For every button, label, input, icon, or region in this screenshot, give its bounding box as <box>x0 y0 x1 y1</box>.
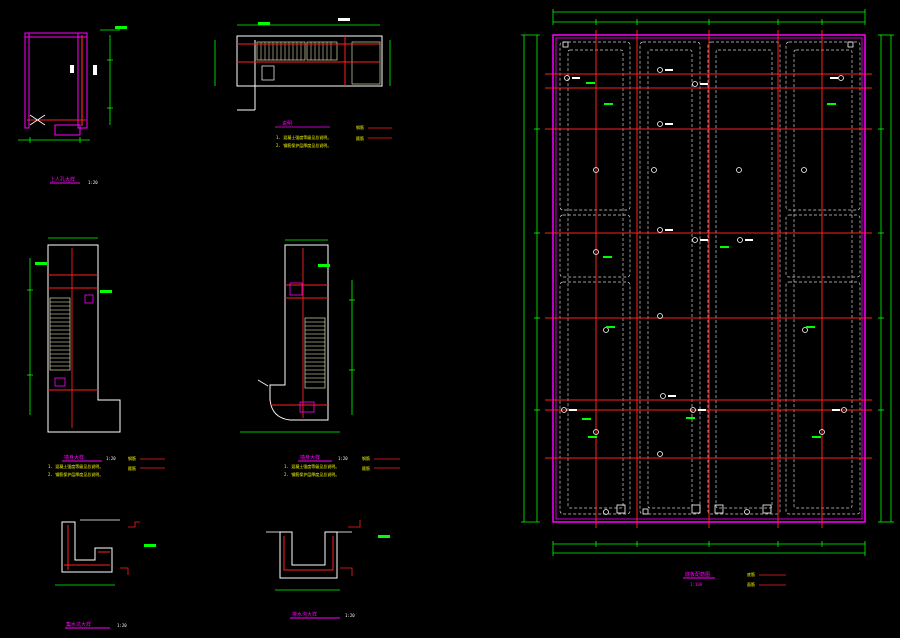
detail-6-caption: 排水沟大样 <box>292 611 317 618</box>
plan-legend-item-1: 底筋 <box>747 571 755 577</box>
detail-4-legend-item-1: 钢筋 <box>362 455 370 461</box>
detail-wall-section-top: 说明 1. 混凝土强度等级见总说明。 2. 钢筋保护层厚度见总说明。 钢筋 箍筋 <box>214 18 392 148</box>
detail-2-note-1: 1. 混凝土强度等级见总说明。 <box>276 134 331 140</box>
detail-sump-section: 集水坑大样 1:20 <box>55 519 156 629</box>
plan-green-tags <box>582 82 836 438</box>
detail-2-legend-item-1: 钢筋 <box>356 124 364 130</box>
detail-3-legend-item-2: 箍筋 <box>128 465 136 471</box>
plan-caption: 底板配筋图 <box>685 571 710 578</box>
detail-manhole-section: 上人孔大样 1:20 <box>18 26 127 185</box>
detail-2-note-2: 2. 钢筋保护层厚度见总说明。 <box>276 142 331 148</box>
detail-4-scale: 1:20 <box>338 456 348 461</box>
plan-sub-caption: 1:100 <box>690 582 703 587</box>
detail-1-scale: 1:20 <box>88 180 98 185</box>
foundation-slab-plan: 底板配筋图 1:100 底筋 面筋 <box>521 9 894 587</box>
detail-3-note-1: 1. 混凝土强度等级见总说明。 <box>48 463 103 469</box>
plan-grid-lines <box>545 30 872 528</box>
plan-pits <box>562 41 854 515</box>
detail-4-note-2: 2. 钢筋保护层厚度见总说明。 <box>284 471 339 477</box>
detail-3-scale: 1:20 <box>106 456 116 461</box>
detail-1-caption: 上人孔大样 <box>50 176 75 183</box>
detail-5-caption: 集水坑大样 <box>66 621 91 628</box>
detail-wall-section-center: 墙身大样 1:20 1. 混凝土强度等级见总说明。 2. 钢筋保护层厚度见总说明… <box>240 239 400 477</box>
detail-3-caption: 墙身大样 <box>64 454 84 461</box>
plan-markers <box>561 67 847 515</box>
plan-legend-item-2: 面筋 <box>747 581 755 587</box>
detail-2-legend-item-2: 箍筋 <box>356 135 364 141</box>
detail-3-legend-item-1: 钢筋 <box>128 455 136 461</box>
plan-dashed-zones <box>559 41 861 515</box>
detail-4-legend-item-2: 箍筋 <box>362 465 370 471</box>
detail-5-scale: 1:20 <box>117 623 127 628</box>
detail-drain-channel-section: 排水沟大样 1:20 <box>266 520 390 619</box>
detail-2-legend-title: 说明 <box>282 120 292 127</box>
detail-3-note-2: 2. 钢筋保护层厚度见总说明。 <box>48 471 103 477</box>
detail-6-scale: 1:20 <box>345 613 355 618</box>
detail-4-caption: 墙身大样 <box>300 454 320 461</box>
detail-wall-section-left: 墙身大样 1:20 1. 混凝土强度等级见总说明。 2. 钢筋保护层厚度见总说明… <box>27 237 165 477</box>
detail-4-note-1: 1. 混凝土强度等级见总说明。 <box>284 463 339 469</box>
plan-annotation-marks <box>569 69 840 411</box>
